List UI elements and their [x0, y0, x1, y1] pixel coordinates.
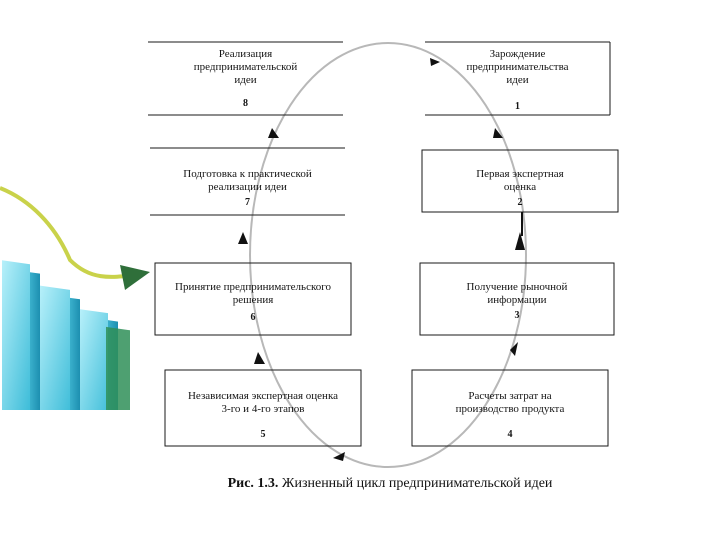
stage-3: Получение рыночной информации 3: [420, 263, 614, 335]
stage-4: Расчеты затрат на производство продукта …: [412, 370, 608, 446]
stage-6-text: Принятие предпринимательского решения: [175, 281, 331, 306]
stage-8-number: 8: [243, 98, 248, 109]
stage-2: Первая экспертная оценка 2: [422, 150, 618, 212]
arrow-8-to-1: [430, 58, 440, 66]
bar-cluster: [2, 260, 130, 410]
stage-6: Принятие предпринимательского решения 6: [155, 263, 351, 335]
stage-5: Независимая экспертная оценка 3-го и 4-г…: [165, 370, 361, 446]
stage-3-text: Получение рыночной информации: [466, 281, 568, 306]
stage-3-number: 3: [514, 310, 520, 321]
stage-1-number: 1: [515, 101, 520, 112]
arrow-6-to-7: [238, 232, 248, 244]
stage-1-text: Зарождение предпринимательства идеи: [466, 48, 569, 86]
box-3-border: [419, 262, 615, 336]
stage-5-number: 5: [260, 429, 266, 440]
stage-5-text: Независимая экспертная оценка 3-го и 4-г…: [187, 390, 338, 415]
stage-4-text: Расчеты затрат на производство продукта: [455, 390, 565, 415]
arrow-5-to-6: [254, 352, 265, 364]
box-7-border: [150, 147, 345, 216]
stage-2-number: 2: [517, 197, 523, 208]
arrow-2-to-3: [515, 232, 525, 250]
cycle-ellipse: [249, 42, 527, 468]
box-5-border: [164, 369, 362, 447]
arrow-3-to-4: [510, 342, 518, 356]
arrow-4-to-5: [333, 452, 345, 461]
stage-7-number: 7: [245, 197, 250, 208]
stage-8: Реализация предпринимательской идеи 8: [148, 42, 343, 115]
stage-7: Подготовка к практической реализации иде…: [150, 148, 345, 215]
box-1-border: [425, 41, 611, 116]
arrow-1-to-2: [493, 128, 503, 138]
stage-4-number: 4: [507, 429, 513, 440]
stage-8-text: Реализация предпринимательской идеи: [193, 48, 298, 86]
figure-caption: Рис. 1.3. Жизненный цикл предприниматель…: [160, 476, 620, 492]
chart-clipart-decoration: [0, 186, 150, 410]
figure-caption-prefix: Рис. 1.3.: [227, 476, 279, 491]
stage-7-text: Подготовка к практической реализации иде…: [183, 168, 312, 193]
stage-2-text: Первая экспертная оценка: [476, 168, 564, 193]
box-8-border: [148, 41, 343, 116]
figure-caption-text: Жизненный цикл предпринимательской идеи: [281, 476, 553, 491]
vine-leaf: [120, 265, 150, 290]
stage-1: Зарождение предпринимательства идеи 1: [425, 42, 610, 115]
box-6-border: [154, 262, 352, 336]
stage-6-number: 6: [250, 312, 256, 323]
arrow-7-to-8: [268, 128, 279, 138]
box-2-border: [421, 149, 619, 213]
vine-stem: [0, 186, 136, 279]
box-4-border: [411, 369, 609, 447]
